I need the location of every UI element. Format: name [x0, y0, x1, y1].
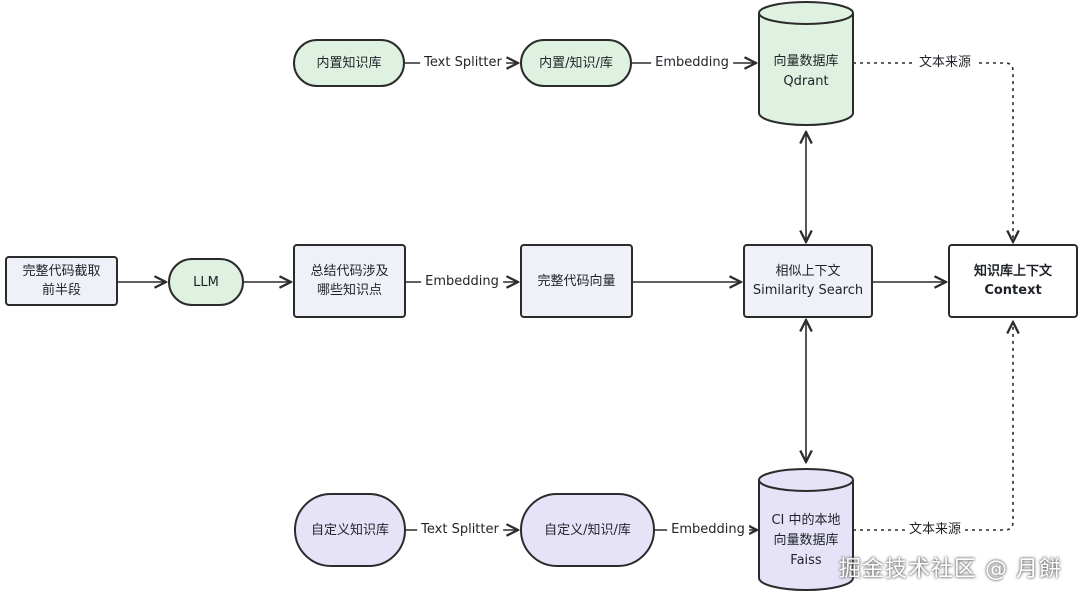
similarity-search: 相似上下文 Similarity Search	[743, 244, 873, 318]
custom-knowledge-split: 自定义/知识/库	[520, 493, 655, 567]
edge-label-text-splitter-top: Text Splitter	[420, 55, 506, 71]
summarize-knowledge-points: 总结代码涉及哪些知识点	[293, 244, 406, 318]
vector-db-faiss: CI 中的本地 向量数据库 Faiss	[771, 513, 841, 568]
code-first-half: 完整代码截取前半段	[5, 256, 118, 306]
cylinder-qdrant-shape	[758, 1, 854, 126]
cylinder-faiss-shape	[758, 468, 854, 591]
edge-label-text-splitter-bottom: Text Splitter	[417, 522, 503, 538]
edge-label-source-top: 文本来源	[914, 55, 976, 71]
vector-db-qdrant: 向量数据库 Qdrant	[773, 54, 839, 89]
builtin-knowledge-base: 内置知识库	[293, 39, 405, 87]
edge-faiss-to-context-dotted	[853, 322, 1013, 531]
watermark: 掘金技术社区 @ 月餅	[839, 557, 1062, 582]
builtin-knowledge-split: 内置/知识/库	[520, 39, 632, 87]
llm-node: LLM	[168, 258, 244, 306]
edge-label-embedding-top: Embedding	[651, 55, 733, 71]
edge-label-source-bottom: 文本来源	[904, 522, 966, 538]
knowledge-base-context: 知识库上下文 Context	[948, 244, 1078, 318]
edge-qdrant-to-context-dotted	[853, 62, 1013, 242]
full-code-vector: 完整代码向量	[520, 244, 633, 318]
custom-knowledge-base: 自定义知识库	[294, 493, 406, 567]
edge-label-embedding-mid: Embedding	[421, 274, 503, 290]
edge-label-embedding-bottom: Embedding	[667, 522, 749, 538]
